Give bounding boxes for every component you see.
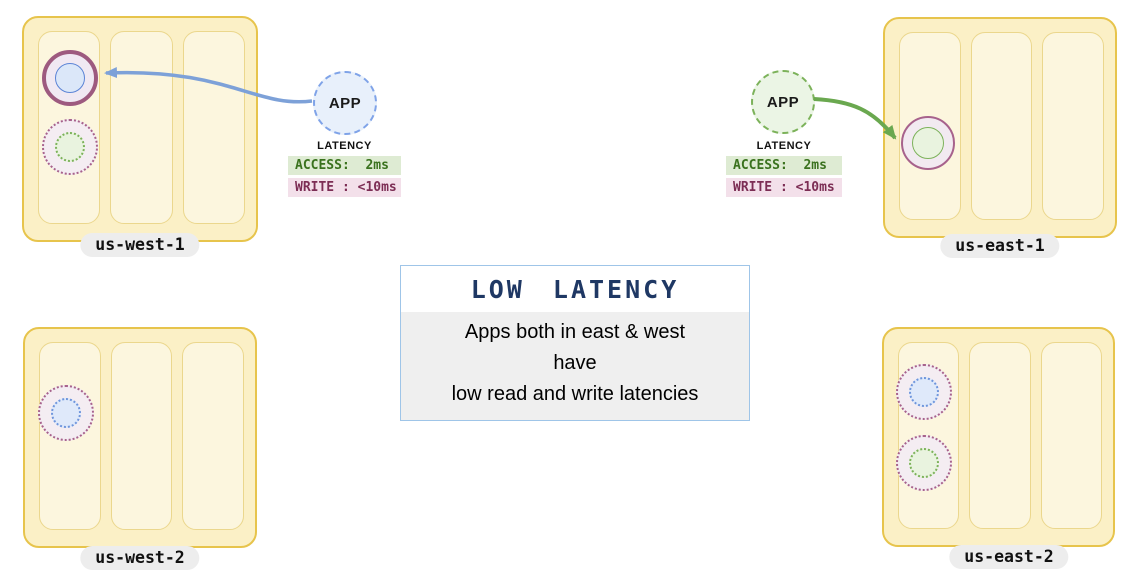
callout-title: LOW LATENCY: [470, 274, 680, 304]
latency-title: LATENCY: [317, 140, 372, 152]
blue-app-node-core-icon: [51, 398, 81, 428]
callout-line: have: [553, 352, 597, 374]
availability-zone: [182, 342, 245, 530]
availability-zone: [970, 32, 1033, 220]
region-label-us-east-1: us-east-1: [940, 234, 1060, 258]
callout-line: low read and write latencies: [451, 383, 699, 405]
availability-zone: [1040, 342, 1102, 529]
active-node-icon: [42, 50, 98, 106]
region-us-east-1: [883, 17, 1117, 238]
region-us-west-1: [22, 16, 258, 242]
write-latency-badge: WRITE : <10ms: [726, 178, 842, 197]
replica-node-icon: [896, 435, 952, 491]
blue-app-node-core-icon: [909, 377, 939, 407]
callout-body: Apps both in east & west have low read a…: [401, 312, 749, 420]
app-label: APP: [328, 94, 362, 112]
active-node-icon: [901, 116, 955, 170]
app-circle-west: APP: [313, 71, 377, 135]
availability-zone: [1042, 32, 1105, 220]
callout-box: LOW LATENCY Apps both in east & west hav…: [400, 265, 750, 421]
replica-node-icon: [42, 119, 98, 175]
green-app-node-core-icon: [912, 127, 944, 159]
latency-title: LATENCY: [756, 140, 812, 152]
availability-zone: [110, 31, 173, 224]
replica-node-icon: [896, 364, 952, 420]
region-label-us-west-2: us-west-2: [80, 546, 200, 570]
region-us-west-2: [23, 327, 257, 548]
write-latency-badge: WRITE : <10ms: [288, 178, 401, 197]
region-label-us-west-1: us-west-1: [80, 233, 200, 257]
availability-zone: [110, 342, 173, 530]
availability-zone: [182, 31, 245, 224]
blue-app-node-core-icon: [55, 63, 85, 93]
replica-node-icon: [38, 385, 94, 441]
region-label-us-east-2: us-east-2: [949, 545, 1069, 569]
latency-panel-east: LATENCY ACCESS: 2ms WRITE : <10ms: [726, 140, 842, 200]
access-latency-badge: ACCESS: 2ms: [726, 156, 842, 175]
availability-zone: [969, 342, 1031, 529]
green-app-node-core-icon: [55, 132, 85, 162]
access-latency-badge: ACCESS: 2ms: [288, 156, 401, 175]
app-circle-east: APP: [751, 70, 815, 134]
green-app-node-core-icon: [909, 448, 939, 478]
callout-line: Apps both in east & west: [464, 321, 686, 343]
latency-panel-west: LATENCY ACCESS: 2ms WRITE : <10ms: [288, 140, 401, 200]
app-label: APP: [766, 93, 800, 111]
